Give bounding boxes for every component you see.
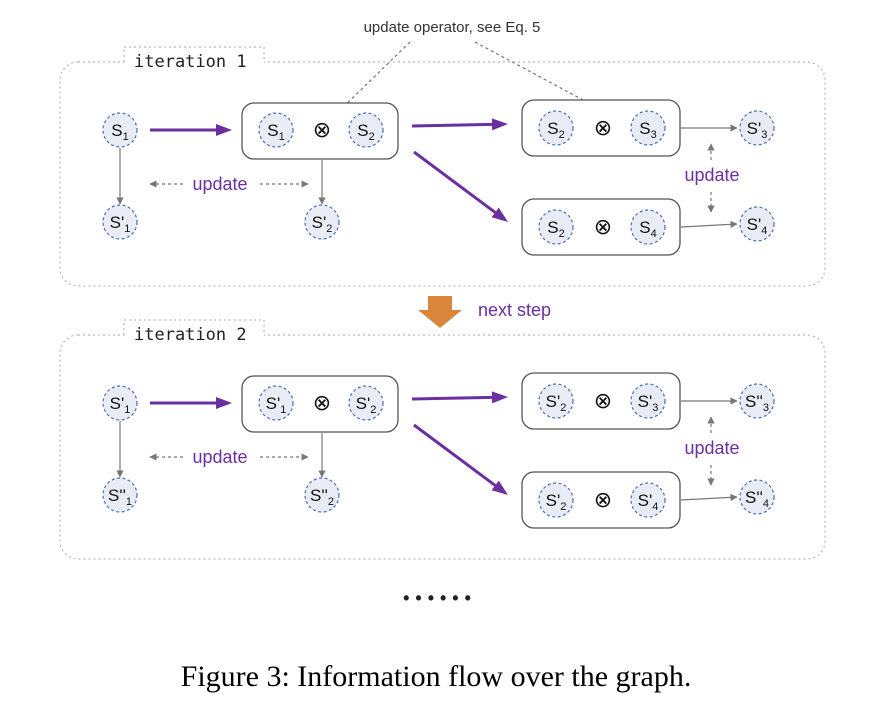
source-node-label: S1 xyxy=(111,121,128,143)
flow-arrow-to-bottom-pair xyxy=(413,423,497,487)
update-label: update xyxy=(192,447,247,467)
bottom-pair-left-node-label: S2 xyxy=(547,218,564,240)
source-updated-node-label: S''1 xyxy=(108,486,132,508)
update-label-right: update xyxy=(684,438,739,458)
source-updated-node-label: S'1 xyxy=(110,213,131,235)
flow-arrow-to-top-pair-head xyxy=(491,118,508,131)
bottom-pair-right-node: S4 xyxy=(630,209,666,245)
pair-updated-node: S'2 xyxy=(304,204,340,240)
information-flow-diagram: update operator, see Eq. 5 iteration 1 S1… xyxy=(59,19,826,608)
top-pair-left-node: S'2 xyxy=(538,383,574,419)
operator-symbol: ⊗ xyxy=(313,390,331,415)
pair-updated-node-label: S'2 xyxy=(312,213,333,235)
iteration-frame xyxy=(59,334,826,560)
bottom-result-node-label: S'4 xyxy=(747,215,768,237)
iteration-panel-2: iteration 2S'1S''1S'1⊗S'2S''2updateS'2⊗S… xyxy=(59,319,826,560)
operator-symbol: ⊗ xyxy=(594,487,612,512)
operator-symbol: ⊗ xyxy=(313,117,331,142)
top-result-node-label: S'3 xyxy=(747,119,768,141)
pair-updated-node: S''2 xyxy=(304,477,340,513)
flow-arrow-to-pair-head xyxy=(216,124,232,136)
source-node: S'1 xyxy=(102,385,138,421)
operator-symbol: ⊗ xyxy=(594,214,612,239)
pair-right-node: S2 xyxy=(348,112,384,148)
flow-arrow-to-pair-head xyxy=(216,397,232,409)
bottom-result-node-label: S''4 xyxy=(745,488,769,510)
bottom-result-node: S'4 xyxy=(739,206,775,242)
bottom-pair-left-node-label: S'2 xyxy=(546,491,567,513)
flow-arrow-to-bottom-pair-head xyxy=(491,207,508,222)
next-step-label: next step xyxy=(478,300,551,320)
pair-left-node-label: S'1 xyxy=(266,394,287,416)
pair-left-node: S1 xyxy=(258,112,294,148)
operator-symbol: ⊗ xyxy=(594,115,612,140)
operator-symbol: ⊗ xyxy=(594,388,612,413)
top-result-node: S'3 xyxy=(739,110,775,146)
continuation-ellipsis: •••••• xyxy=(403,588,477,608)
bottom-result-node: S''4 xyxy=(739,479,775,515)
flow-arrow-to-top-pair-head xyxy=(491,391,508,404)
pair-right-node-label: S'2 xyxy=(356,394,377,416)
flow-arrow-to-bottom-pair xyxy=(413,150,497,214)
figure-caption: Figure 3: Information flow over the grap… xyxy=(180,660,692,693)
next-step-arrow xyxy=(418,296,462,328)
annotation-pointer-left xyxy=(329,41,411,121)
bottom-pair-right-node: S'4 xyxy=(630,482,666,518)
top-pair-right-node: S'3 xyxy=(630,383,666,419)
update-label: update xyxy=(192,174,247,194)
pair-updated-node-label: S''2 xyxy=(310,486,334,508)
flow-arrow-to-bottom-pair-head xyxy=(491,480,508,495)
top-pair-right-node-label: S'3 xyxy=(638,392,659,414)
annotation-pointer-right xyxy=(474,41,599,109)
source-updated-node: S''1 xyxy=(102,477,138,513)
flow-arrow-to-top-pair xyxy=(411,395,493,401)
top-pair-right-node: S3 xyxy=(630,110,666,146)
top-pair-left-node: S2 xyxy=(538,110,574,146)
bottom-pair-right-node-label: S4 xyxy=(639,218,656,240)
pair-right-node-label: S2 xyxy=(357,121,374,143)
source-node-label: S'1 xyxy=(110,394,131,416)
bottom-pair-left-node: S2 xyxy=(538,209,574,245)
iteration-frame xyxy=(59,61,826,287)
bottom-pair-right-node-label: S'4 xyxy=(638,491,659,513)
pair-right-node: S'2 xyxy=(348,385,384,421)
pair-left-node: S'1 xyxy=(258,385,294,421)
annotation-label: update operator, see Eq. 5 xyxy=(364,19,541,36)
top-result-node-label: S''3 xyxy=(745,392,769,414)
source-node: S1 xyxy=(102,112,138,148)
update-label-right: update xyxy=(684,165,739,185)
top-result-node: S''3 xyxy=(739,383,775,419)
iteration-title: iteration 1 xyxy=(134,52,247,72)
source-updated-node: S'1 xyxy=(102,204,138,240)
top-pair-left-node-label: S'2 xyxy=(546,392,567,414)
iteration-title: iteration 2 xyxy=(134,325,247,345)
bottom-pair-left-node: S'2 xyxy=(538,482,574,518)
pair-left-node-label: S1 xyxy=(267,121,284,143)
top-pair-right-node-label: S3 xyxy=(639,119,656,141)
top-pair-left-node-label: S2 xyxy=(547,119,564,141)
flow-arrow-to-top-pair xyxy=(411,122,493,128)
